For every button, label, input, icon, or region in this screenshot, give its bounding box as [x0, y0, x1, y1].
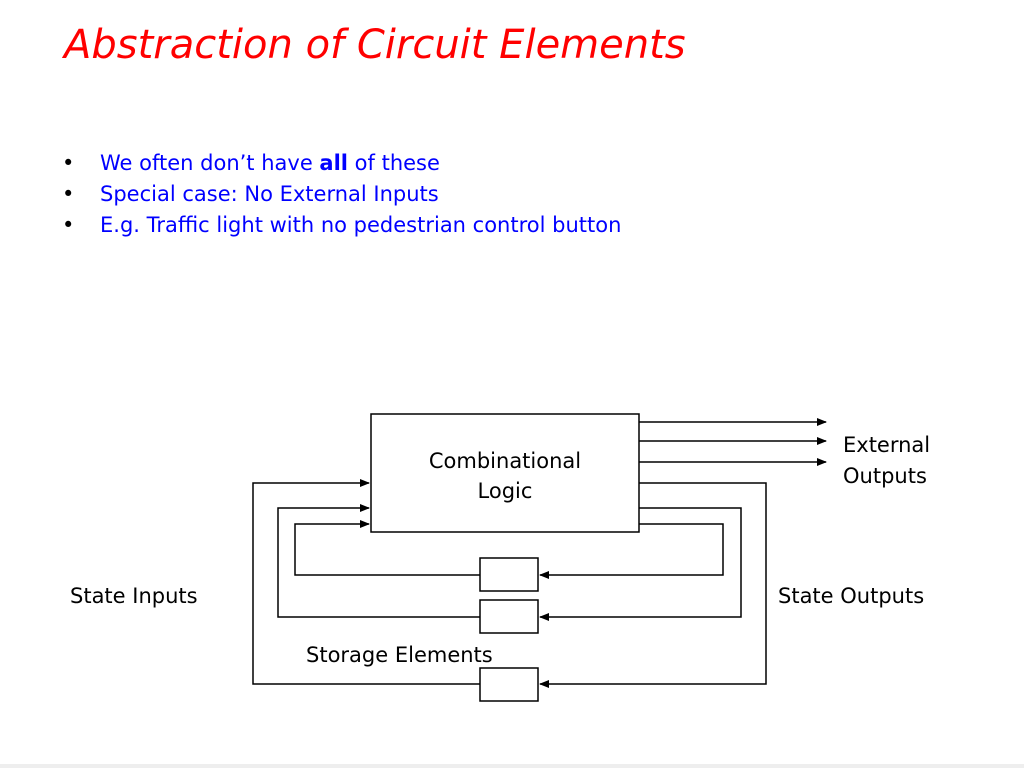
footer-divider	[0, 764, 1024, 768]
combinational-logic-label: Combinational Logic	[371, 446, 639, 506]
state-outputs-label: State Outputs	[778, 584, 925, 608]
state-output-wire	[539, 482, 767, 688]
state-input-wire	[252, 479, 480, 685]
external-outputs-line2: Outputs	[843, 464, 927, 488]
bullet-text: E.g. Traffic light with no pedestrian co…	[100, 213, 622, 237]
external-outputs-line1: External	[843, 433, 931, 457]
bullet-dot-icon: •	[62, 182, 75, 206]
combinational-logic-block	[370, 413, 640, 533]
slide-title: Abstraction of Circuit Elements	[64, 22, 686, 68]
state-output-wire	[539, 507, 742, 621]
bullet-dot-icon: •	[62, 213, 75, 237]
bullet-dot-icon: •	[62, 151, 75, 175]
bullet-text: We often don’t have	[100, 151, 320, 175]
bullet-text: Special case: No External Inputs	[100, 182, 439, 206]
bullet-item: • Special case: No External Inputs	[62, 179, 621, 210]
bullet-text-after: of these	[348, 151, 440, 175]
state-inputs-label: State Inputs	[70, 584, 198, 608]
storage-elements-label: Storage Elements	[306, 643, 493, 667]
state-input-wire	[294, 520, 480, 576]
storage-element-box	[479, 599, 539, 634]
state-input-wire	[277, 504, 480, 618]
bullet-item: • We often don’t have all of these	[62, 148, 621, 179]
storage-element-box	[479, 667, 539, 702]
bullet-list: • We often don’t have all of these • Spe…	[62, 148, 621, 241]
state-output-wire	[539, 523, 724, 579]
combinational-logic-line1: Combinational	[428, 449, 582, 473]
combinational-logic-line2: Logic	[477, 479, 533, 503]
external-outputs-label: External Outputs	[843, 430, 930, 492]
bullet-bold-text: all	[319, 151, 348, 175]
storage-element-box	[479, 557, 539, 592]
bullet-item: • E.g. Traffic light with no pedestrian …	[62, 210, 621, 241]
